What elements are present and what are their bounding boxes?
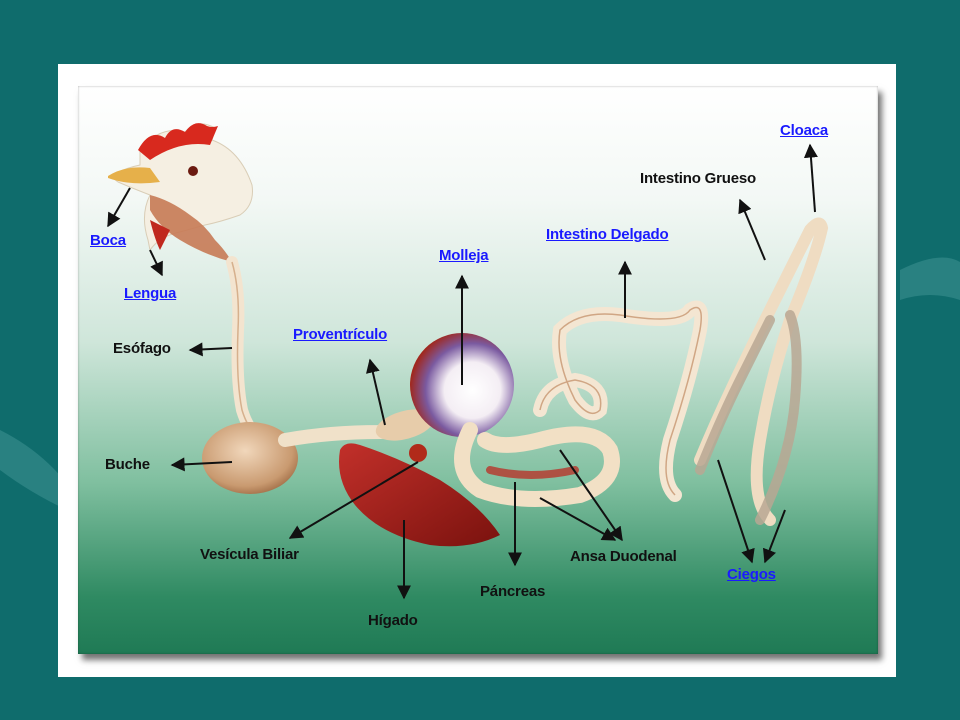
ceca-shape: [695, 315, 775, 475]
crop-shape: [202, 422, 298, 494]
proventriculus-shape: [375, 409, 435, 441]
label-esofago: Esófago: [113, 340, 171, 357]
label-pancreas: Páncreas: [480, 583, 546, 600]
label-intestino-delgado[interactable]: Intestino Delgado: [546, 226, 669, 243]
duodenal-loop-shape: [454, 422, 620, 507]
label-lengua[interactable]: Lengua: [124, 285, 177, 302]
esophagus-shape: [226, 256, 266, 444]
label-intestino-grueso: Intestino Grueso: [640, 170, 756, 187]
liver-shape: [339, 443, 500, 547]
label-higado: Hígado: [368, 612, 418, 629]
label-buche: Buche: [105, 456, 150, 473]
label-ansa-duodenal: Ansa Duodenal: [570, 548, 677, 565]
large-intestine-shape: [694, 217, 829, 526]
label-boca[interactable]: Boca: [90, 232, 126, 249]
label-cloaca[interactable]: Cloaca: [780, 122, 828, 139]
small-intestine-shape: [533, 300, 709, 502]
label-proventriculo[interactable]: Proventrículo: [293, 326, 388, 343]
label-ciegos[interactable]: Ciegos: [727, 566, 776, 583]
label-molleja[interactable]: Molleja: [439, 247, 489, 264]
chicken-head: [108, 123, 253, 262]
label-vesicula-biliar: Vesícula Biliar: [200, 546, 299, 563]
arrow-group: [107, 143, 818, 600]
gallbladder-shape: [409, 444, 427, 462]
